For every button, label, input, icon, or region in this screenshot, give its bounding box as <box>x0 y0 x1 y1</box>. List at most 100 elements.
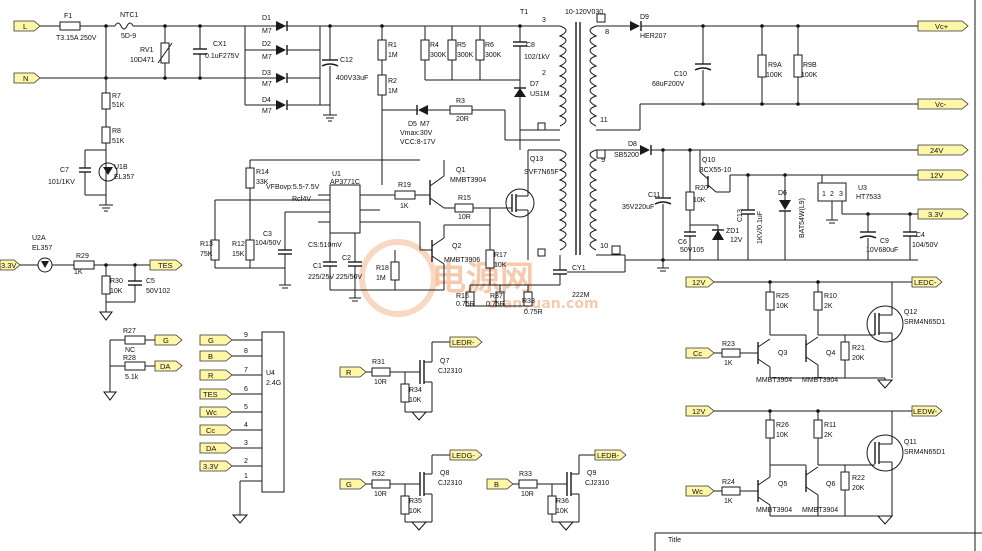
port-3v3-out[interactable] <box>917 208 969 220</box>
R17-value: 10K <box>494 262 507 269</box>
R10-value: 2K <box>824 303 833 310</box>
Q5-label: Q5 <box>778 481 787 488</box>
Q9-label: Q9 <box>587 470 596 477</box>
watermark-url: dianyuan.com <box>488 296 599 312</box>
port-ledw[interactable] <box>911 405 943 417</box>
port-24v[interactable] <box>917 144 969 156</box>
led-driver-w: 12V LEDW- R26 10K R11 2K Wc R24 1K Q5 Q6… <box>685 405 945 525</box>
port-12v-ledw[interactable] <box>685 405 715 417</box>
R2-label: R2 <box>388 78 397 85</box>
port-L-label: L <box>23 22 27 31</box>
port-12v-out[interactable] <box>917 169 969 181</box>
R24-value: 1K <box>724 498 733 505</box>
module-u4-body <box>261 331 285 493</box>
R29-value: 1K <box>74 269 83 276</box>
R3-label: R3 <box>456 98 465 105</box>
D9-label: D9 <box>640 14 649 21</box>
Q3-label: Q3 <box>778 350 787 357</box>
port-cc-ledc[interactable] <box>685 347 715 359</box>
R21-value: 20K <box>852 355 865 362</box>
port-g-driver[interactable] <box>339 478 367 490</box>
D7-label: D7 <box>530 81 539 88</box>
D2-label: D2 <box>262 41 271 48</box>
C12-value: 400V33uF <box>336 75 368 82</box>
R13-label: R13 <box>200 241 213 248</box>
port-vc-plus-label: Vc+ <box>935 22 949 31</box>
port-12v-ledc-label: 12V <box>692 278 705 287</box>
u4-port-tes[interactable] <box>199 388 233 400</box>
R28-label: R28 <box>123 355 136 362</box>
R23-value: 1K <box>724 360 733 367</box>
D4-value: M7 <box>262 108 272 115</box>
Q12-value: SRM4N65D1 <box>904 319 945 326</box>
R9B-value: 100K <box>801 72 818 79</box>
R1-value: 1M <box>388 52 398 59</box>
u4-port-b[interactable] <box>199 350 233 362</box>
D9-value: HER207 <box>640 33 667 40</box>
U2A-value: EL357 <box>32 245 52 252</box>
R10-label: R10 <box>824 293 837 300</box>
CY1-value: 222M <box>572 292 590 299</box>
u4-pin-6: 6 <box>244 386 248 393</box>
C1-label: C1 <box>313 263 322 270</box>
t1-pin-2: 2 <box>542 70 546 77</box>
u4-port-cc[interactable] <box>199 424 233 436</box>
watermark: 电源网 dianyuan.com <box>359 239 599 317</box>
Q10-value: BCX55-10 <box>699 167 731 174</box>
u4-pin-7: 7 <box>244 367 248 374</box>
port-ledg[interactable] <box>449 449 483 461</box>
port-ledb[interactable] <box>594 449 627 461</box>
port-L[interactable] <box>13 20 41 32</box>
port-b-driver[interactable] <box>486 478 514 490</box>
port-da-left-label: DA <box>160 362 170 371</box>
R6-label: R6 <box>485 42 494 49</box>
D7-value: US1M <box>530 91 550 98</box>
R36-label: R36 <box>556 498 569 505</box>
D5-model: M7 <box>420 121 430 128</box>
port-vc-minus[interactable] <box>917 98 969 110</box>
D1-label: D1 <box>262 15 271 22</box>
port-ledc[interactable] <box>911 276 943 288</box>
Q2-value: MMBT3906 <box>444 257 480 264</box>
R25-value: 10K <box>776 303 789 310</box>
capacitor-c12: C12 400V33uF <box>320 24 520 122</box>
port-ledb-label: LEDB- <box>597 451 620 460</box>
port-da-left[interactable] <box>154 360 183 372</box>
u4-port-g[interactable] <box>199 334 233 346</box>
port-vc-plus[interactable] <box>917 20 969 32</box>
R13-value: 75K <box>200 251 213 258</box>
D4-label: D4 <box>262 97 271 104</box>
port-3v3-opto[interactable] <box>0 259 21 271</box>
CX1-value: 0.1uF275V <box>205 53 240 60</box>
R23-label: R23 <box>722 341 735 348</box>
port-N[interactable] <box>13 72 41 84</box>
port-24v-label: 24V <box>930 146 943 155</box>
C2-value: 225/50V <box>336 274 362 281</box>
U1B-label: U1B <box>114 164 128 171</box>
C11-value: 35V220uF <box>622 204 654 211</box>
port-ledr[interactable] <box>449 336 483 348</box>
port-3v3-opto-label: 3.3V <box>1 261 16 270</box>
u4-port-wc[interactable] <box>199 406 233 418</box>
u4-port-r[interactable] <box>199 369 233 381</box>
port-g-left[interactable] <box>154 334 183 346</box>
port-r-driver[interactable] <box>339 366 367 378</box>
R11-value: 2K <box>824 432 833 439</box>
Q11-value: SRM4N65D1 <box>904 449 945 456</box>
R5-label: R5 <box>457 42 466 49</box>
D6-label: D6 <box>778 190 787 197</box>
port-g-left-label: G <box>163 336 169 345</box>
u4-port-da[interactable] <box>199 442 233 454</box>
port-12v-ledc[interactable] <box>685 276 715 288</box>
u4-port-3v3[interactable] <box>199 460 233 472</box>
R12-label: R12 <box>232 241 245 248</box>
Q11-label: Q11 <box>904 439 917 446</box>
R8-label: R8 <box>112 128 121 135</box>
R11-label: R11 <box>824 422 836 429</box>
R16-label: R16 <box>456 293 469 300</box>
R28-value: 5.1k <box>125 374 139 381</box>
port-wc-ledw[interactable] <box>685 485 715 497</box>
D8-label: D8 <box>628 141 637 148</box>
port-tes[interactable] <box>149 259 183 271</box>
